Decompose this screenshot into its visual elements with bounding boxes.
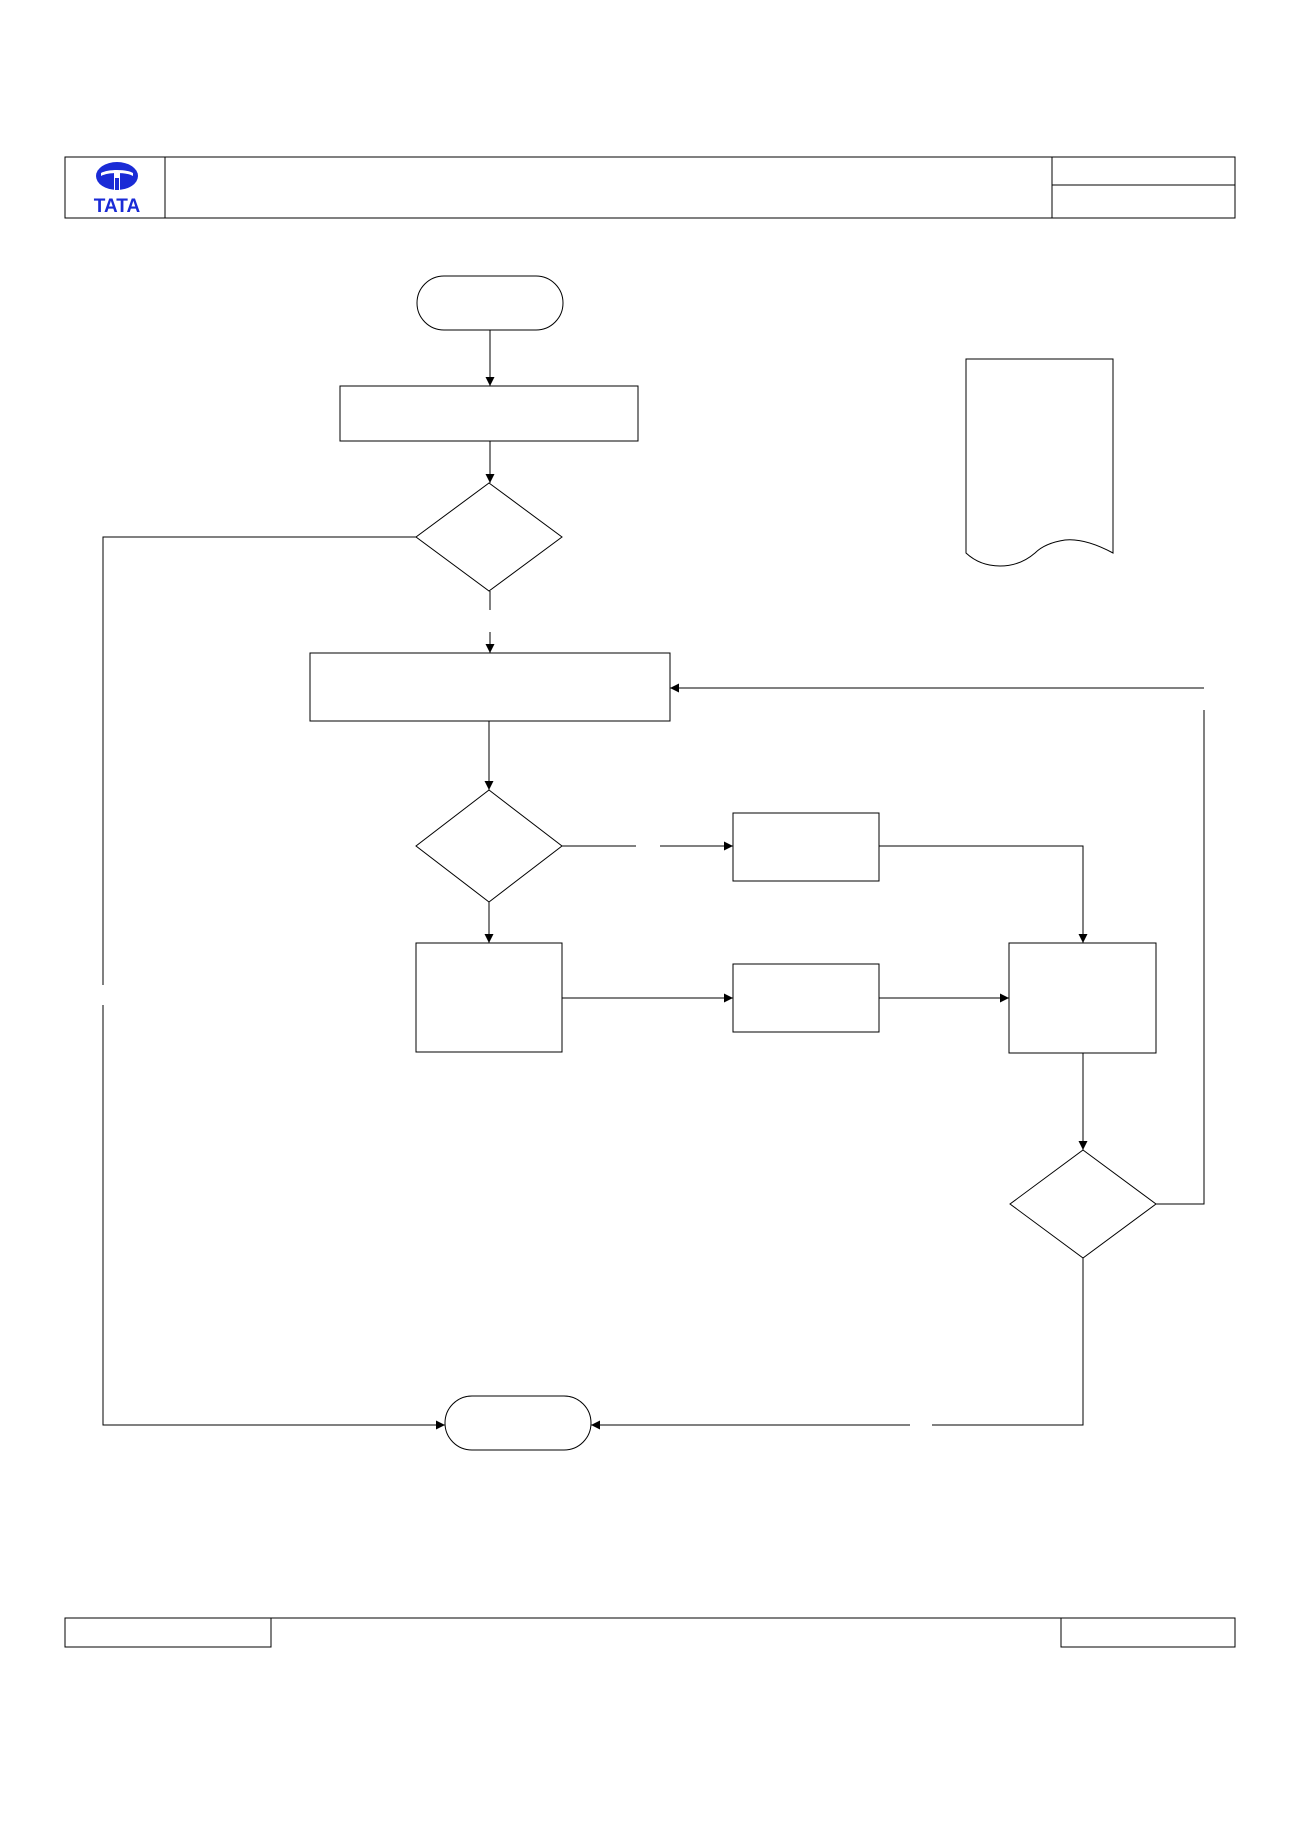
- tata-logo: TATA: [94, 162, 141, 217]
- connector-decision-3-loop-up: [1156, 710, 1205, 1205]
- decision-diamond-3: [1009, 1149, 1157, 1259]
- process-box-4: [415, 942, 563, 1053]
- process-box-2: [309, 652, 671, 722]
- connector-decision-1-left-a: [102, 536, 416, 985]
- process-box-5: [732, 963, 880, 1033]
- tata-logo-text: TATA: [94, 196, 141, 217]
- document-shape: [965, 358, 1114, 567]
- process-box-3: [732, 812, 880, 882]
- decision-diamond-2: [415, 789, 563, 903]
- header-frame: [64, 156, 1236, 219]
- footer-left-box: [64, 1617, 272, 1648]
- header-block: TATA: [64, 156, 1236, 219]
- start-terminator: [416, 275, 564, 331]
- end-terminator: [444, 1395, 592, 1451]
- connector-process-3-to-process-6: [879, 845, 1088, 943]
- tata-emblem-icon: [96, 162, 138, 190]
- decision-diamond-1: [415, 482, 563, 592]
- process-box-1: [339, 385, 639, 442]
- footer-block: [64, 1617, 1236, 1648]
- footer-right-box: [1060, 1617, 1236, 1648]
- process-box-6: [1008, 942, 1157, 1054]
- connector-decision-1-left-b: [102, 1005, 445, 1430]
- connector-decision-3-to-end-a: [932, 1258, 1084, 1426]
- flowchart-shapes: [309, 275, 1157, 1451]
- flowchart-connectors: [102, 330, 1205, 1430]
